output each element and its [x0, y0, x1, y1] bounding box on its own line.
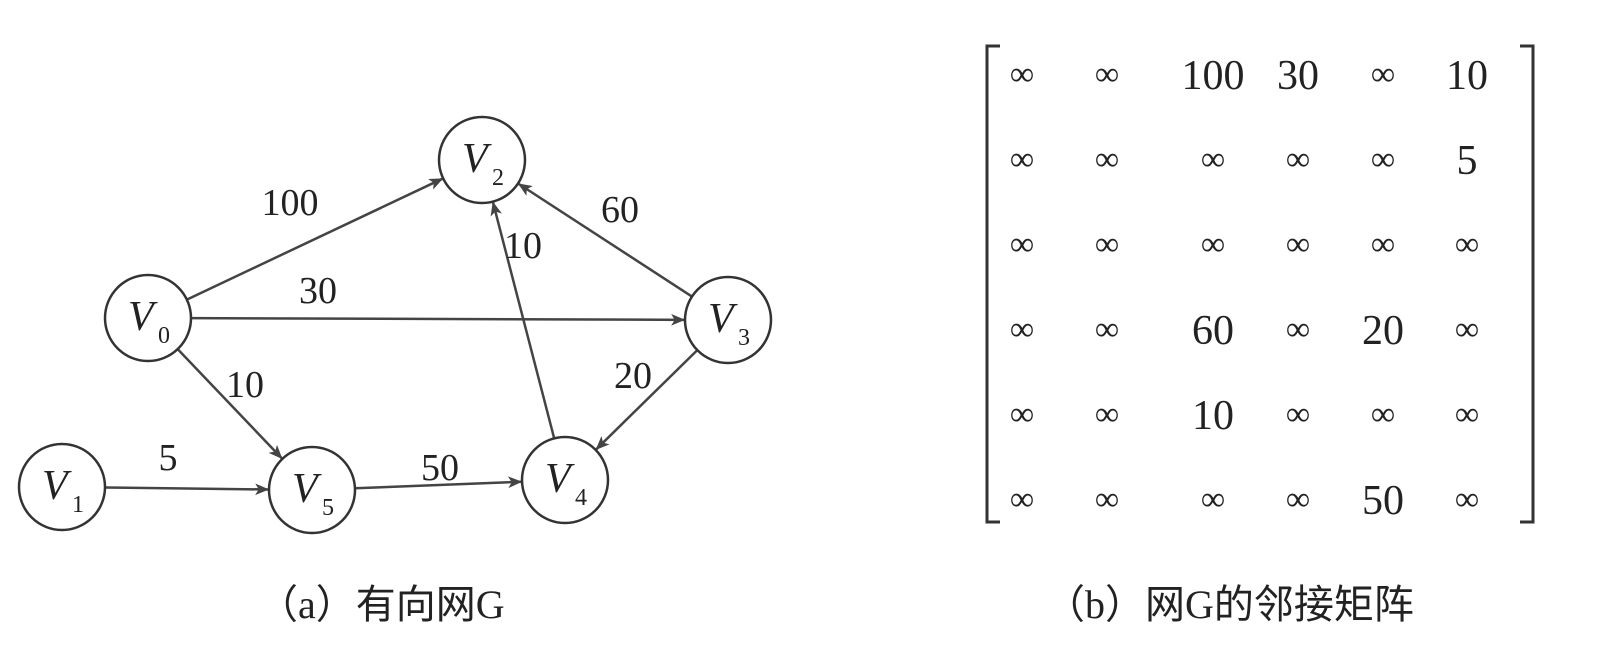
node-label: V — [292, 466, 322, 512]
matrix-cell: ∞ — [1095, 56, 1119, 93]
matrix-cell: ∞ — [1095, 481, 1119, 518]
matrix-cell: 20 — [1362, 308, 1404, 354]
matrix-cell: ∞ — [1455, 481, 1479, 518]
node-circle — [17, 442, 107, 532]
node-circle — [683, 275, 773, 365]
matrix-cell: ∞ — [1201, 481, 1225, 518]
matrix-cell: ∞ — [1286, 226, 1310, 263]
matrix-cell: ∞ — [1286, 396, 1310, 433]
caption-b: （b）网G的邻接矩阵 — [1045, 582, 1414, 627]
matrix-cell: ∞ — [1010, 56, 1034, 93]
matrix-cell: 60 — [1192, 308, 1234, 354]
matrix-cell: 5 — [1457, 138, 1478, 184]
caption-a: （a）有向网G — [258, 582, 505, 627]
matrix-cell: ∞ — [1455, 311, 1479, 348]
node-label: V — [708, 296, 738, 342]
matrix-cell: ∞ — [1095, 311, 1119, 348]
node-label: V — [42, 463, 72, 509]
node-label: V — [545, 456, 575, 502]
node-label: V — [462, 136, 492, 182]
edge-V3-V4 — [595, 349, 699, 451]
node-subscript: 5 — [322, 495, 334, 521]
edge-weight-label: 10 — [504, 225, 542, 267]
matrix-cell: ∞ — [1201, 226, 1225, 263]
matrix-cell: 50 — [1362, 478, 1404, 524]
matrix-cell: ∞ — [1371, 226, 1395, 263]
edge-V4-V2 — [490, 201, 556, 439]
matrix-cell: 30 — [1277, 53, 1319, 99]
right-bracket — [1520, 44, 1535, 524]
matrix-cell: ∞ — [1010, 141, 1034, 178]
edge-weight-label: 20 — [614, 355, 652, 397]
matrix-cell: ∞ — [1095, 396, 1119, 433]
matrix-cell: ∞ — [1371, 56, 1395, 93]
edge-V3-V2 — [517, 182, 693, 298]
matrix-cell: 10 — [1192, 393, 1234, 439]
matrix-cell: ∞ — [1095, 226, 1119, 263]
matrix-cell: ∞ — [1286, 311, 1310, 348]
edge-V0-V5 — [176, 348, 283, 460]
edge-weight-label: 100 — [262, 182, 319, 224]
edges: 100 30 10 5 50 10 60 20 — [104, 177, 699, 496]
edge-V1-V5 — [104, 483, 270, 496]
matrix-cell: ∞ — [1371, 396, 1395, 433]
node-subscript: 4 — [575, 485, 587, 511]
matrix-cell: ∞ — [1286, 481, 1310, 518]
edge-weight-label: 30 — [299, 270, 337, 312]
matrix-cell: ∞ — [1010, 226, 1034, 263]
edge-weight-label: 50 — [421, 447, 459, 489]
edge-V0-V2 — [186, 177, 444, 301]
matrix-cell: ∞ — [1095, 141, 1119, 178]
node-subscript: 3 — [738, 325, 750, 351]
node-subscript: 0 — [158, 323, 170, 349]
edge-V0-V3 — [190, 313, 686, 326]
edge-weight-label: 10 — [226, 364, 264, 406]
node-circle — [520, 435, 610, 525]
edge-V5-V4 — [354, 476, 523, 490]
matrix-cell: ∞ — [1455, 396, 1479, 433]
matrix-cell: 100 — [1182, 53, 1245, 99]
node-label: V — [128, 294, 158, 340]
left-bracket — [985, 44, 1000, 524]
edge-weight-label: 60 — [601, 189, 639, 231]
node-subscript: 1 — [72, 492, 84, 518]
node-circle — [267, 445, 357, 535]
node-circle — [437, 115, 527, 205]
matrix-cell: ∞ — [1201, 141, 1225, 178]
edge-weight-label: 5 — [159, 437, 178, 479]
node-circle — [103, 273, 193, 363]
node-subscript: 2 — [492, 165, 504, 191]
matrix-cell: ∞ — [1010, 311, 1034, 348]
matrix-cell: ∞ — [1010, 481, 1034, 518]
matrix-cell: ∞ — [1455, 226, 1479, 263]
matrix-cell: ∞ — [1371, 141, 1395, 178]
matrix-cell: ∞ — [1010, 396, 1034, 433]
matrix-cell: 10 — [1446, 53, 1488, 99]
adjacency-matrix: ∞ ∞ 100 30 ∞ 10 ∞ ∞ ∞ ∞ ∞ 5 ∞ ∞ ∞ ∞ ∞ ∞ ∞ ∞ 60 ∞ 20 ∞ ∞ ∞ 10 ∞ ∞ ∞ ∞ ∞ ∞… — [985, 44, 1535, 524]
matrix-cell: ∞ — [1286, 141, 1310, 178]
